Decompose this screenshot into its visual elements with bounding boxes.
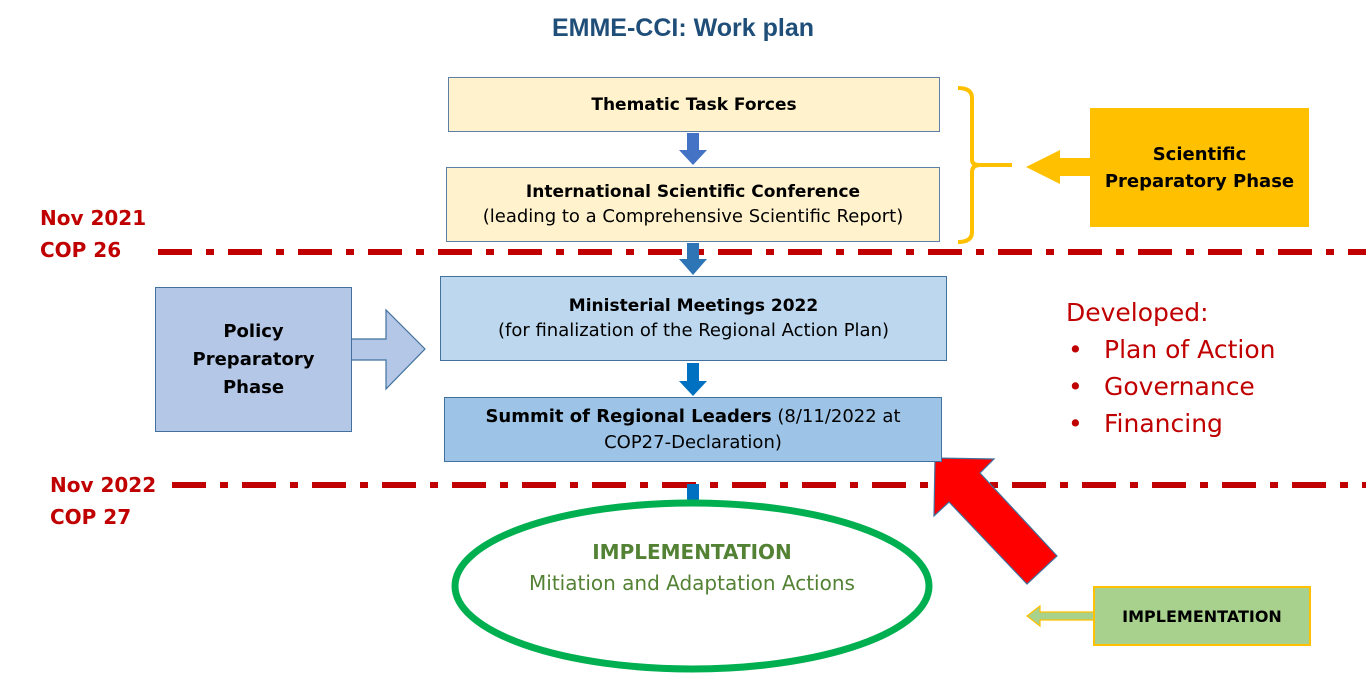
implementation-phase-box: IMPLEMENTATION [1093, 586, 1311, 646]
milestone-cop27: Nov 2022 COP 27 [50, 469, 156, 533]
developed-items: Plan of Action Governance Financing [1066, 331, 1275, 442]
conference-subtitle: (leading to a Comprehensive Scientific R… [482, 205, 904, 227]
summit-box: Summit of Regional Leaders (8/11/2022 at… [444, 397, 942, 462]
implementation-ellipse [451, 499, 933, 673]
milestone-cop26-label: COP 26 [40, 238, 122, 262]
developed-heading: Developed: [1066, 298, 1209, 327]
developed-item: Plan of Action [1066, 331, 1275, 368]
implementation-ellipse-text: IMPLEMENTATION Mitiation and Adaptation … [455, 537, 929, 599]
ministerial-title: Ministerial Meetings 2022 [568, 295, 819, 316]
big-arrow-icon [933, 457, 1058, 585]
milestone-cop26-date: Nov 2021 [40, 206, 147, 230]
policy-phase-line-2: Preparatory [192, 348, 315, 370]
arrow-right-icon [350, 308, 426, 391]
conference-title: International Scientific Conference [525, 181, 861, 202]
policy-phase-line-1: Policy [223, 320, 284, 342]
implementation-subtitle: Mitiation and Adaptation Actions [529, 571, 855, 595]
page-title: EMME-CCI: Work plan [551, 14, 815, 42]
arrow-down-icon [679, 133, 707, 165]
arrow-left-icon [1026, 150, 1090, 184]
developed-item: Financing [1066, 405, 1275, 442]
milestone-cop27-date: Nov 2022 [50, 473, 157, 497]
thematic-task-forces-label: Thematic Task Forces [591, 94, 797, 115]
arrow-down-icon [679, 243, 707, 275]
policy-phase-line-3: Phase [222, 376, 285, 398]
summit-title: Summit of Regional Leaders [485, 405, 772, 427]
implementation-phase-label: IMPLEMENTATION [1122, 606, 1282, 626]
developed-item: Governance [1066, 368, 1275, 405]
scientific-phase-line-1: Scientific [1152, 143, 1247, 165]
milestone-cop26: Nov 2021 COP 26 [40, 202, 146, 266]
bracket-icon [957, 86, 1012, 244]
arrow-left-icon [1026, 604, 1095, 628]
ministerial-subtitle: (for finalization of the Regional Action… [497, 319, 890, 341]
arrow-down-icon [679, 363, 707, 396]
policy-phase-box: Policy Preparatory Phase [155, 287, 352, 432]
scientific-phase-line-2: Preparatory Phase [1104, 170, 1295, 192]
summit-detail-1: (8/11/2022 at [771, 405, 901, 427]
milestone-cop27-label: COP 27 [50, 505, 132, 529]
scientific-phase-box: Scientific Preparatory Phase [1090, 108, 1309, 227]
ministerial-meetings-box: Ministerial Meetings 2022 (for finalizat… [440, 276, 947, 361]
developed-list: Developed: Plan of Action Governance Fin… [1066, 294, 1275, 442]
summit-line-1: Summit of Regional Leaders (8/11/2022 at [485, 404, 900, 430]
summit-detail-2: COP27-Declaration) [604, 431, 782, 453]
thematic-task-forces-box: Thematic Task Forces [448, 77, 940, 132]
conference-box: International Scientific Conference (lea… [446, 167, 940, 242]
implementation-title: IMPLEMENTATION [592, 540, 792, 564]
